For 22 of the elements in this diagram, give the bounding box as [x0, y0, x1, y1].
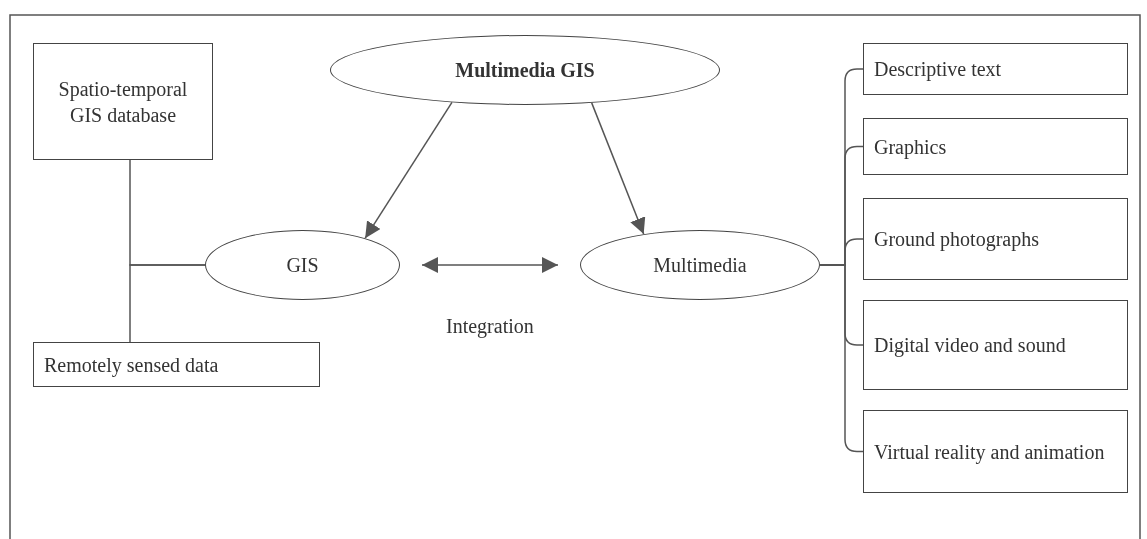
node-text: GIS: [286, 253, 319, 278]
data-source-box: [33, 342, 320, 387]
node-text: Graphics: [874, 134, 947, 160]
node-text: Spatio-temporal GIS database: [57, 76, 189, 128]
arrow: [421, 257, 559, 273]
media-type-box: [863, 300, 1128, 390]
node-text: Digital video and sound: [874, 333, 1066, 358]
connector-line: [819, 264, 864, 453]
connector-line: [129, 264, 206, 343]
arrow: [590, 102, 646, 235]
node-text: Descriptive text: [874, 57, 1002, 82]
media-type-box: [863, 198, 1128, 280]
data-source-box: [33, 43, 213, 160]
node-text: Multimedia: [653, 253, 747, 278]
media-type-box: [863, 410, 1128, 493]
media-type-box: [863, 118, 1128, 175]
node-text: Virtual reality and animation: [874, 439, 1105, 465]
media-type-box: [863, 43, 1128, 95]
arrow: [364, 101, 453, 239]
node-text: Multimedia GIS: [455, 58, 595, 83]
node-text: Ground photographs: [874, 227, 1039, 252]
node-text: Remotely sensed data: [44, 352, 219, 378]
